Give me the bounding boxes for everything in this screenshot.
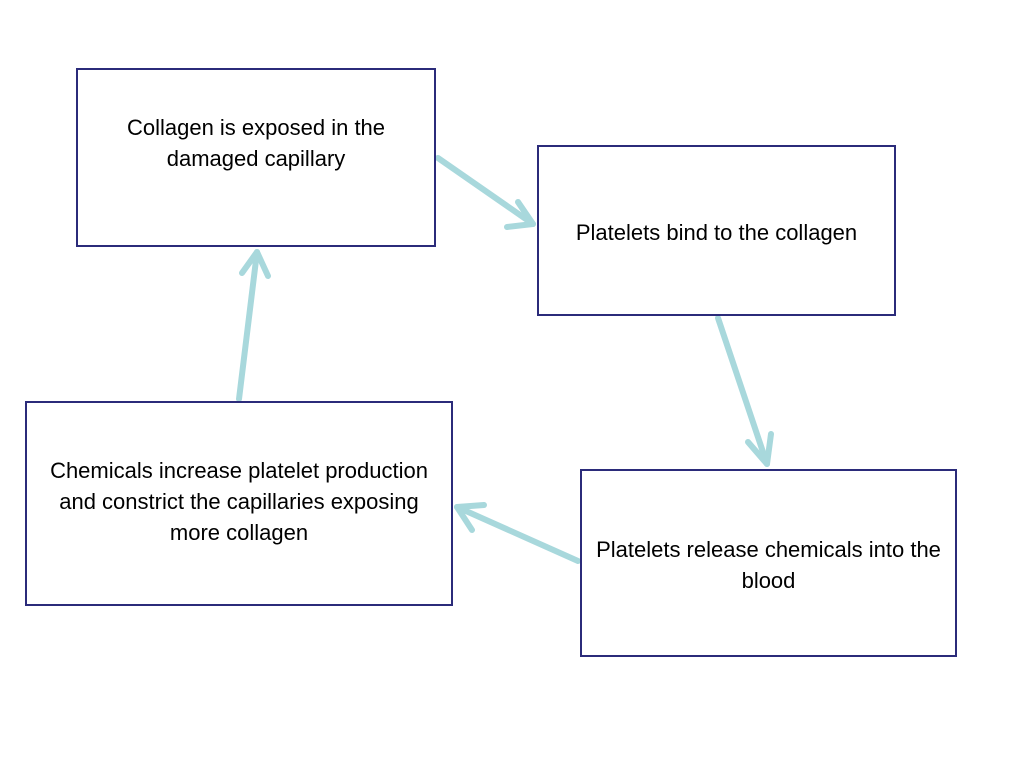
- node-platelets-release: Platelets release chemicals into the blo…: [580, 469, 957, 657]
- arrow-collagen-to-bind: [435, 155, 536, 230]
- arrow-release-to-chemicals: [454, 502, 581, 564]
- arrow-bind-to-release: [715, 315, 774, 467]
- node-collagen-exposed-text: Collagen is exposed in the damaged capil…: [126, 114, 386, 171]
- node-collagen-exposed: Collagen is exposed in the damaged capil…: [76, 68, 436, 247]
- node-platelets-bind-text: Platelets bind to the collagen: [575, 220, 858, 245]
- node-platelets-release-text: Platelets release chemicals into the blo…: [596, 537, 941, 593]
- node-platelets-bind: Platelets bind to the collagen: [537, 145, 896, 316]
- arrow-chemicals-to-collagen: [236, 249, 271, 402]
- node-chemicals-increase-text: Chemicals increase platelet production a…: [50, 457, 428, 545]
- node-chemicals-increase: Chemicals increase platelet production a…: [25, 401, 453, 606]
